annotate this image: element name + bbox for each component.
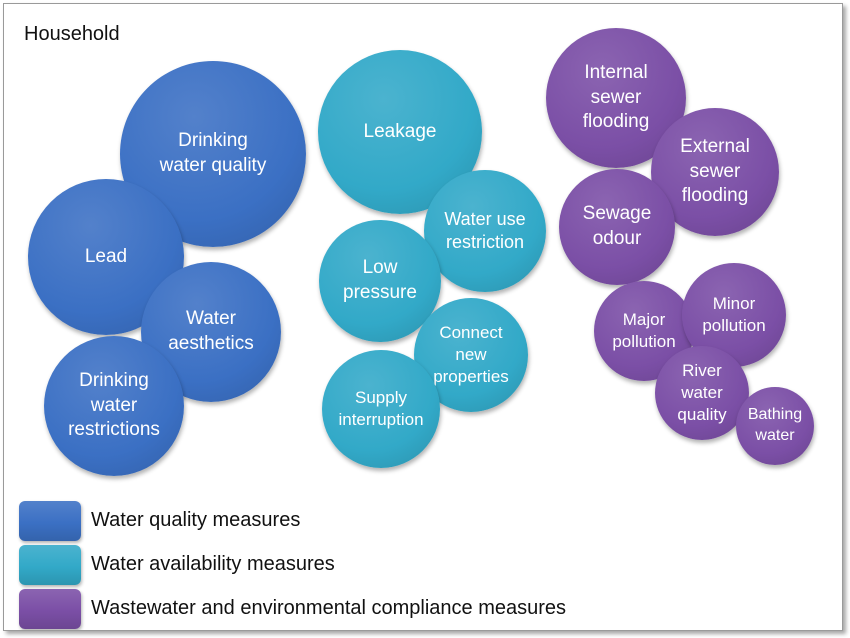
legend-swatch [19, 589, 81, 629]
bubble-low-pressure: Low pressure [319, 220, 441, 342]
bubble-river-water-quality: River water quality [655, 346, 749, 440]
bubble-area: Drinking water quality Lead Water aesthe… [4, 4, 842, 476]
bubble-water-aesthetics: Water aesthetics [141, 262, 281, 402]
bubble-bathing-water: Bathing water [736, 387, 814, 465]
bubble-drinking-water-restrictions: Drinking water restrictions [44, 336, 184, 476]
bubble-major-pollution: Major pollution [594, 281, 694, 381]
bubble-water-use-restriction: Water use restriction [424, 170, 546, 292]
diagram-title: Household [24, 23, 120, 45]
legend-swatch [19, 545, 81, 585]
legend-label: Water quality measures [91, 509, 301, 531]
bubble-supply-interruption: Supply interruption [322, 350, 440, 468]
bubble-internal-sewer-flooding: Internal sewer flooding [546, 28, 686, 168]
legend-label: Water availability measures [91, 553, 335, 575]
bubble-sewage-odour: Sewage odour [559, 169, 675, 285]
legend-swatch [19, 501, 81, 541]
legend-label: Wastewater and environmental compliance … [91, 597, 567, 619]
diagram-frame: Household Drinking water quality Lead Wa… [3, 3, 843, 631]
